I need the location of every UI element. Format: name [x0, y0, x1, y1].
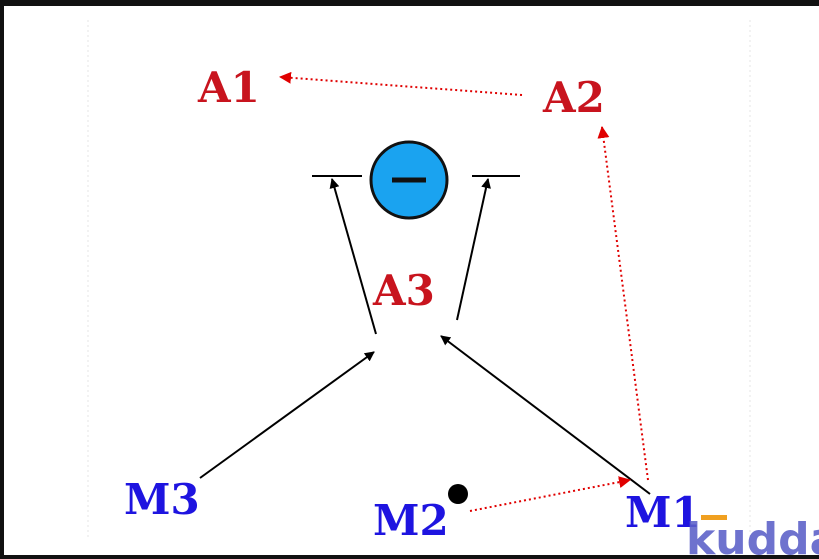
label-a3: A3 [372, 266, 435, 315]
label-m1: M1 [625, 488, 701, 537]
run-arrow-m3 [199, 351, 375, 479]
label-a1: A1 [197, 63, 260, 112]
minus-circle-icon [369, 140, 449, 220]
pass-line-m2-m1 [469, 476, 631, 512]
pass-line-a2-a1 [279, 71, 523, 96]
run-arrow-m1 [440, 335, 651, 495]
run-arrow-a3-left [329, 178, 377, 335]
run-arrow-a3-right [456, 178, 491, 321]
label-a2: A2 [542, 73, 605, 122]
ball-icon [448, 484, 468, 504]
label-m2: M2 [373, 496, 449, 545]
watermark-logo-text: kudda [686, 514, 819, 559]
label-m3: M3 [124, 475, 200, 524]
watermark-logo: kudda [686, 514, 819, 559]
pass-line-m1-a2 [597, 126, 649, 481]
